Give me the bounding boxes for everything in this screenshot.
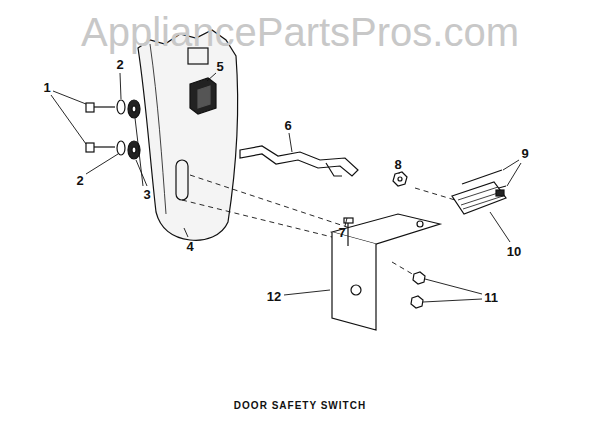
callout-number: 4: [186, 239, 193, 254]
callout-number: 8: [394, 157, 401, 172]
callout-number: 5: [216, 59, 223, 74]
callout-number: 2: [116, 57, 123, 72]
callout-number: 3: [143, 187, 150, 202]
watermark-text: AppliancePartsPros.com: [81, 10, 519, 55]
callout-number: 12: [267, 289, 281, 304]
callout-number: 7: [338, 225, 345, 240]
callout-number: 1: [43, 80, 50, 95]
callout-number: 10: [507, 244, 521, 259]
callout-number: 2: [76, 173, 83, 188]
diagram-caption: DOOR SAFETY SWITCH: [234, 400, 366, 411]
callout-number: 11: [484, 290, 498, 305]
callout-number: 6: [284, 118, 291, 133]
callout-number: 9: [521, 146, 528, 161]
